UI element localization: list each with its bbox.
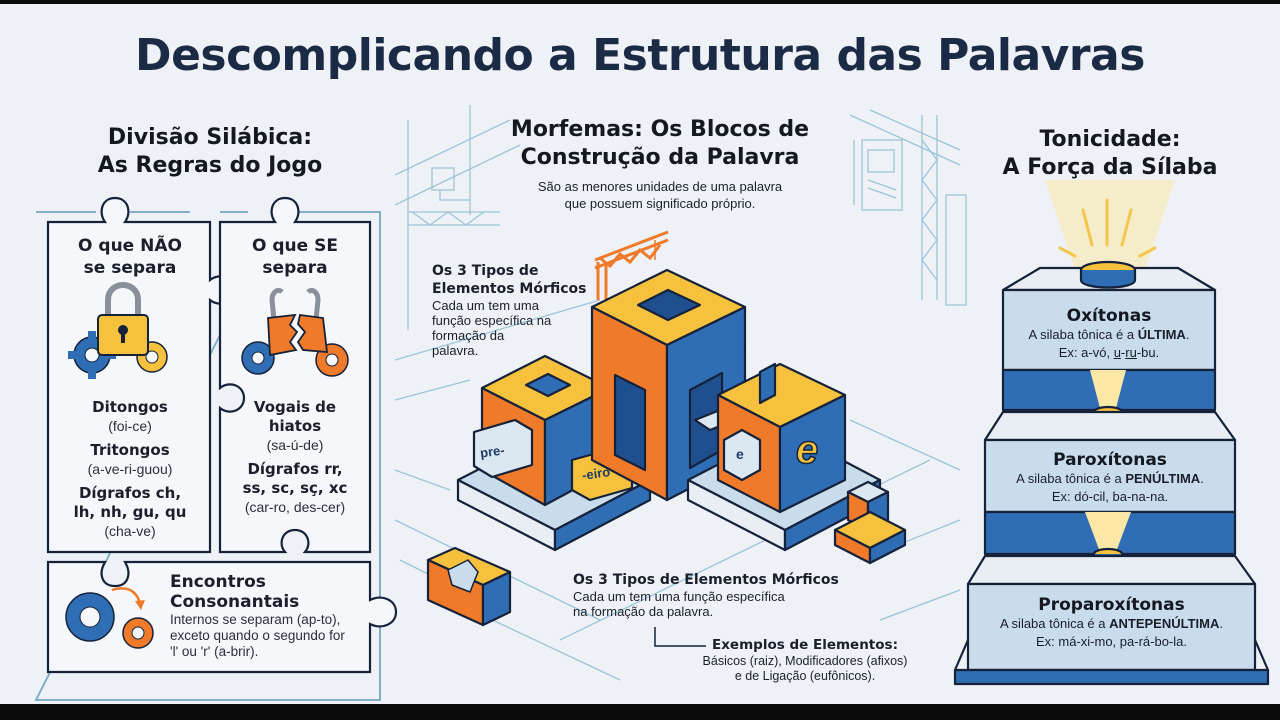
locked-padlock-icon: [68, 282, 168, 379]
list-item-example: (foi-ce): [108, 418, 152, 434]
consonant-desc: Internos se separam (ap-to),: [170, 612, 341, 627]
tier-rule: A silaba tônica é a ÚLTIMA.: [1003, 326, 1215, 344]
bottom-border: [0, 704, 1280, 720]
consonant-title: Consonantais: [170, 592, 300, 612]
syllable-division-title: Divisão Silábica: As Regras do Jogo: [40, 124, 380, 180]
tier-paroxitonas: Paroxítonas A silaba tônica é a PENÚLTIM…: [985, 450, 1235, 506]
tier-example: Ex: dó-cil, ba-na-na.: [1051, 489, 1169, 504]
rule-emphasis: ANTEPENÚLTIMA: [1109, 616, 1220, 631]
section-title-line: Construção da Palavra: [520, 145, 800, 170]
heading-line: separa: [262, 258, 328, 278]
big-e-block-label: e: [795, 427, 819, 473]
list-item-example: (cha-ve): [104, 523, 156, 539]
example-text: -bu.: [1136, 345, 1160, 360]
callout-title: Os 3 Tipos de: [432, 263, 539, 279]
callout-desc: palavra.: [432, 343, 479, 358]
section-title-line: Morfemas: Os Blocos de: [510, 117, 810, 142]
crane-icon: [594, 230, 669, 300]
puzzle-piece-separate: [218, 196, 372, 554]
tier-title: Proparoxítonas: [1038, 595, 1185, 615]
puzzle-frame: [34, 211, 381, 701]
callout-desc: formação da: [432, 328, 505, 343]
list-item-label: Tritongos: [90, 441, 170, 459]
rule-text: .: [1185, 327, 1190, 342]
examples-line: e de Ligação (eufônicos).: [734, 669, 876, 683]
rule-text: A silaba tônica é a: [1016, 471, 1126, 486]
callout-title: Elementos Mórficos: [432, 281, 587, 297]
list-item-label: hiatos: [268, 417, 322, 435]
example-text: Ex: a-vó,: [1058, 345, 1114, 360]
list-item-example: (a-ve-ri-guou): [87, 461, 173, 477]
callout-desc: na formação da palavra.: [573, 604, 714, 619]
tier-oxitonas: Oxítonas A silaba tônica é a ÚLTIMA. Ex:…: [1003, 306, 1215, 362]
tonicity-title: Tonicidade: A Força da Sílaba: [960, 126, 1260, 182]
list-item-label: Vogais de: [253, 398, 337, 416]
morphemes-title: Morfemas: Os Blocos de Construção da Pal…: [490, 116, 830, 172]
subtitle-line: São as menores unidades de uma palavra: [537, 179, 783, 194]
separate-list: Vogais de hiatos (sa-ú-de) Dígrafos rr, …: [220, 398, 370, 516]
examples-line: Básicos (raiz), Modificadores (afixos): [702, 654, 908, 668]
morpheme-blocks-illustration: [426, 268, 907, 627]
tier-example: Ex: a-vó, u-ru-bu.: [1003, 344, 1215, 362]
top-border: [0, 0, 1280, 4]
tier-proparoxitonas: Proparoxítonas A silaba tônica é a ANTEP…: [968, 595, 1255, 651]
list-item-label: Ditongos: [92, 398, 168, 416]
consonant-desc: exceto quando o segundo for: [170, 628, 345, 643]
examples-title: Exemplos de Elementos:: [712, 637, 898, 653]
subtitle-line: que possuem significado próprio.: [564, 196, 756, 211]
list-item-label: ss, sc, sç, xc: [242, 479, 348, 497]
not-separate-heading: O que NÃO se separa: [50, 235, 210, 279]
rule-text: A silaba tônica é a: [1028, 327, 1138, 342]
heading-line: O que NÃO: [78, 236, 182, 256]
broken-padlock-icon: [241, 287, 349, 377]
morphic-types-side-callout: Os 3 Tipos de Elementos Mórficos Cada um…: [432, 262, 612, 358]
list-item-label: Dígrafos rr,: [247, 460, 343, 478]
gears-with-arrow-icon: [65, 587, 154, 649]
consonant-clusters-block: Encontros Consonantais Internos se separ…: [170, 572, 370, 660]
rule-emphasis: ÚLTIMA: [1137, 327, 1186, 342]
section-title-line: Divisão Silábica:: [107, 125, 313, 150]
separate-heading: O que SE separa: [220, 235, 370, 279]
page-title: Descomplicando a Estrutura das Palavras: [135, 30, 1145, 81]
tier-example: Ex: má-xi-mo, pa-rá-bo-la.: [1036, 634, 1187, 649]
blueprint-sketch-icon: [394, 105, 967, 681]
section-title-line: Tonicidade:: [1039, 127, 1181, 152]
element-examples: Exemplos de Elementos: Básicos (raiz), M…: [680, 637, 930, 684]
callout-desc: função específica na: [432, 313, 552, 328]
tier-rule: A silaba tônica é a ANTEPENÚLTIMA.: [968, 615, 1255, 633]
tier-rule: A silaba tônica é a PENÚLTIMA.: [985, 470, 1235, 488]
heading-line: se separa: [83, 258, 177, 278]
example-text: -: [1120, 345, 1126, 360]
tier-title: Paroxítonas: [1053, 450, 1167, 470]
not-separate-list: Ditongos (foi-ce) Tritongos (a-ve-ri-guo…: [50, 398, 210, 540]
section-title-line: A Força da Sílaba: [1002, 155, 1218, 180]
heading-line: O que SE: [252, 236, 338, 256]
list-item-example: (car-ro, des-cer): [244, 499, 346, 515]
section-title-line: As Regras do Jogo: [97, 153, 323, 178]
rule-text: A silaba tônica é a: [999, 616, 1110, 631]
example-underlined: u: [1113, 345, 1121, 360]
rule-text: .: [1219, 616, 1224, 631]
morphemes-subtitle: São as menores unidades de uma palavra q…: [490, 178, 830, 212]
tonicity-podium-illustration: [953, 180, 1270, 686]
callout-title: Os 3 Tipos de Elementos Mórficos: [573, 572, 839, 588]
tier-title: Oxítonas: [1066, 306, 1152, 326]
consonant-desc: 'l' ou 'r' (a-brir).: [170, 644, 259, 659]
example-underlined: ru: [1125, 345, 1137, 360]
consonant-title: Encontros: [170, 572, 266, 592]
small-e-block-label: e: [736, 446, 744, 462]
morphic-types-bottom-callout: Os 3 Tipos de Elementos Mórficos Cada um…: [573, 572, 873, 619]
rule-emphasis: PENÚLTIMA: [1125, 471, 1201, 486]
rule-text: .: [1200, 471, 1204, 486]
callout-desc: Cada um tem uma: [432, 298, 539, 313]
list-item-example: (sa-ú-de): [266, 437, 324, 453]
callout-desc: Cada um tem uma função específica: [573, 589, 785, 604]
list-item-label: lh, nh, gu, qu: [73, 503, 187, 521]
list-item-label: Dígrafos ch,: [78, 484, 182, 502]
